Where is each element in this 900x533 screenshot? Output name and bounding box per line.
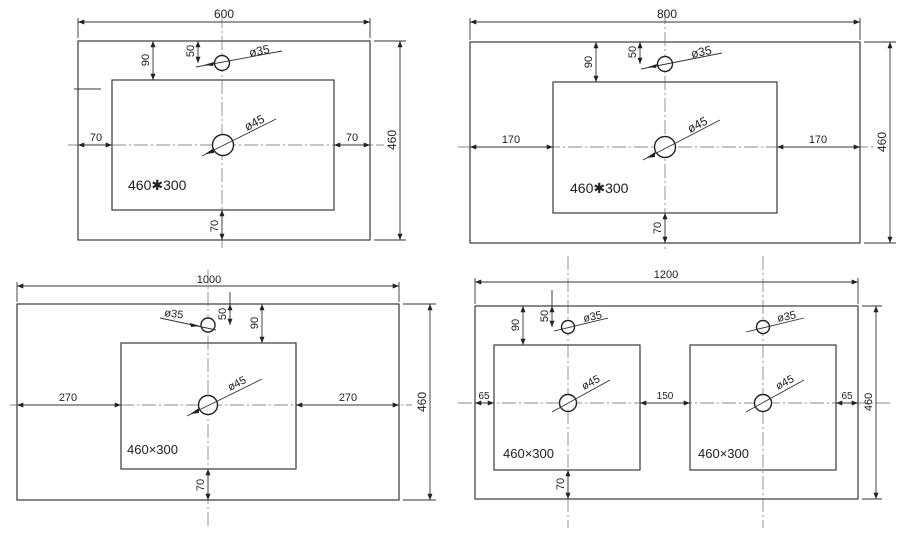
tap-hole (213, 54, 231, 72)
leader-arrow (648, 64, 657, 68)
front-offset-label: 70 (209, 220, 221, 232)
width-label: 600 (214, 7, 234, 21)
panel-1000: 1000 460 50 90 ø35 ø45 270 270 70 460×30… (10, 270, 436, 528)
drain-hole-label: ø45 (580, 373, 602, 393)
basin-size-label: 460×300 (503, 446, 554, 461)
right-side-label: 65 (841, 391, 853, 402)
left-side-label: 70 (90, 132, 102, 144)
drain-hole (653, 135, 677, 159)
tap-offset-label: 50 (185, 45, 197, 57)
leader-arrow (646, 152, 655, 158)
basin-size-label: 460✱300 (570, 180, 629, 196)
tap-offset-label: 50 (627, 46, 639, 58)
tap-hole-label: ø35 (164, 307, 184, 322)
basin-size-label-2: 460×300 (698, 446, 749, 461)
leader-arrow (190, 323, 200, 327)
front-offset-label: 70 (555, 478, 567, 490)
width-label: 800 (657, 7, 677, 21)
depth-label: 460 (875, 132, 889, 152)
right-side-label: 270 (339, 392, 357, 404)
tap-hole-leader (553, 317, 609, 332)
left-side-label: 270 (59, 392, 77, 404)
drain-hole-label: ø45 (226, 374, 248, 393)
tap-offset-label: 50 (539, 310, 551, 322)
drain-hole-label: ø45 (685, 114, 710, 136)
drain-hole-leader (745, 379, 805, 413)
drain-hole-label: ø45 (242, 112, 267, 134)
basin-top-offset-label: 90 (249, 317, 261, 329)
tap-hole-leader (159, 317, 217, 331)
basin-top-offset-label: 90 (583, 56, 595, 68)
tap-hole-right (755, 319, 771, 335)
width-label: 1200 (654, 269, 678, 281)
basin-size-label: 460×300 (127, 442, 178, 457)
tap-hole-left (560, 319, 576, 335)
drain-hole-leader (186, 378, 263, 417)
countertop-outline (77, 40, 371, 241)
width-label: 1000 (197, 274, 221, 286)
panel-1200: 1200 460 90 50 ø35 ø35 ø45 ø45 65 150 (458, 256, 892, 528)
panel-600: 600 460 90 50 ø35 ø45 70 70 70 460✱300 (68, 7, 406, 248)
leader-arrow (190, 408, 199, 414)
left-side-label: 170 (502, 134, 520, 146)
tap-hole (200, 317, 216, 333)
right-side-label: 170 (809, 134, 827, 146)
panel-800: 800 460 90 50 ø35 ø45 170 170 70 460✱300 (458, 7, 896, 250)
depth-label: 460 (863, 393, 875, 411)
drain-hole-label-2: ø45 (774, 373, 796, 393)
basin-top-offset-label: 90 (140, 54, 152, 66)
drain-hole-leader (551, 379, 611, 413)
tap-hole-label-2: ø35 (776, 309, 797, 325)
drain-hole-leader (201, 118, 277, 157)
left-side-label: 65 (478, 391, 490, 402)
drain-hole (197, 394, 219, 416)
leader-arrow (205, 148, 214, 154)
gap-label: 150 (657, 391, 674, 402)
leader-arrow (204, 62, 214, 66)
tap-hole-label: ø35 (582, 309, 603, 325)
front-offset-label: 70 (652, 222, 664, 234)
front-offset-label: 70 (195, 479, 207, 491)
tap-hole-label: ø35 (248, 42, 271, 60)
tap-hole-label: ø35 (690, 43, 713, 61)
drain-hole-leader (642, 119, 721, 161)
depth-label: 460 (385, 130, 399, 150)
tap-hole-leader (745, 317, 805, 333)
basin-top-offset-label: 90 (510, 319, 522, 331)
right-side-label: 70 (346, 132, 358, 144)
depth-label: 460 (415, 392, 429, 412)
tap-offset-label: 50 (217, 308, 229, 320)
basin-size-label: 460✱300 (128, 177, 187, 193)
